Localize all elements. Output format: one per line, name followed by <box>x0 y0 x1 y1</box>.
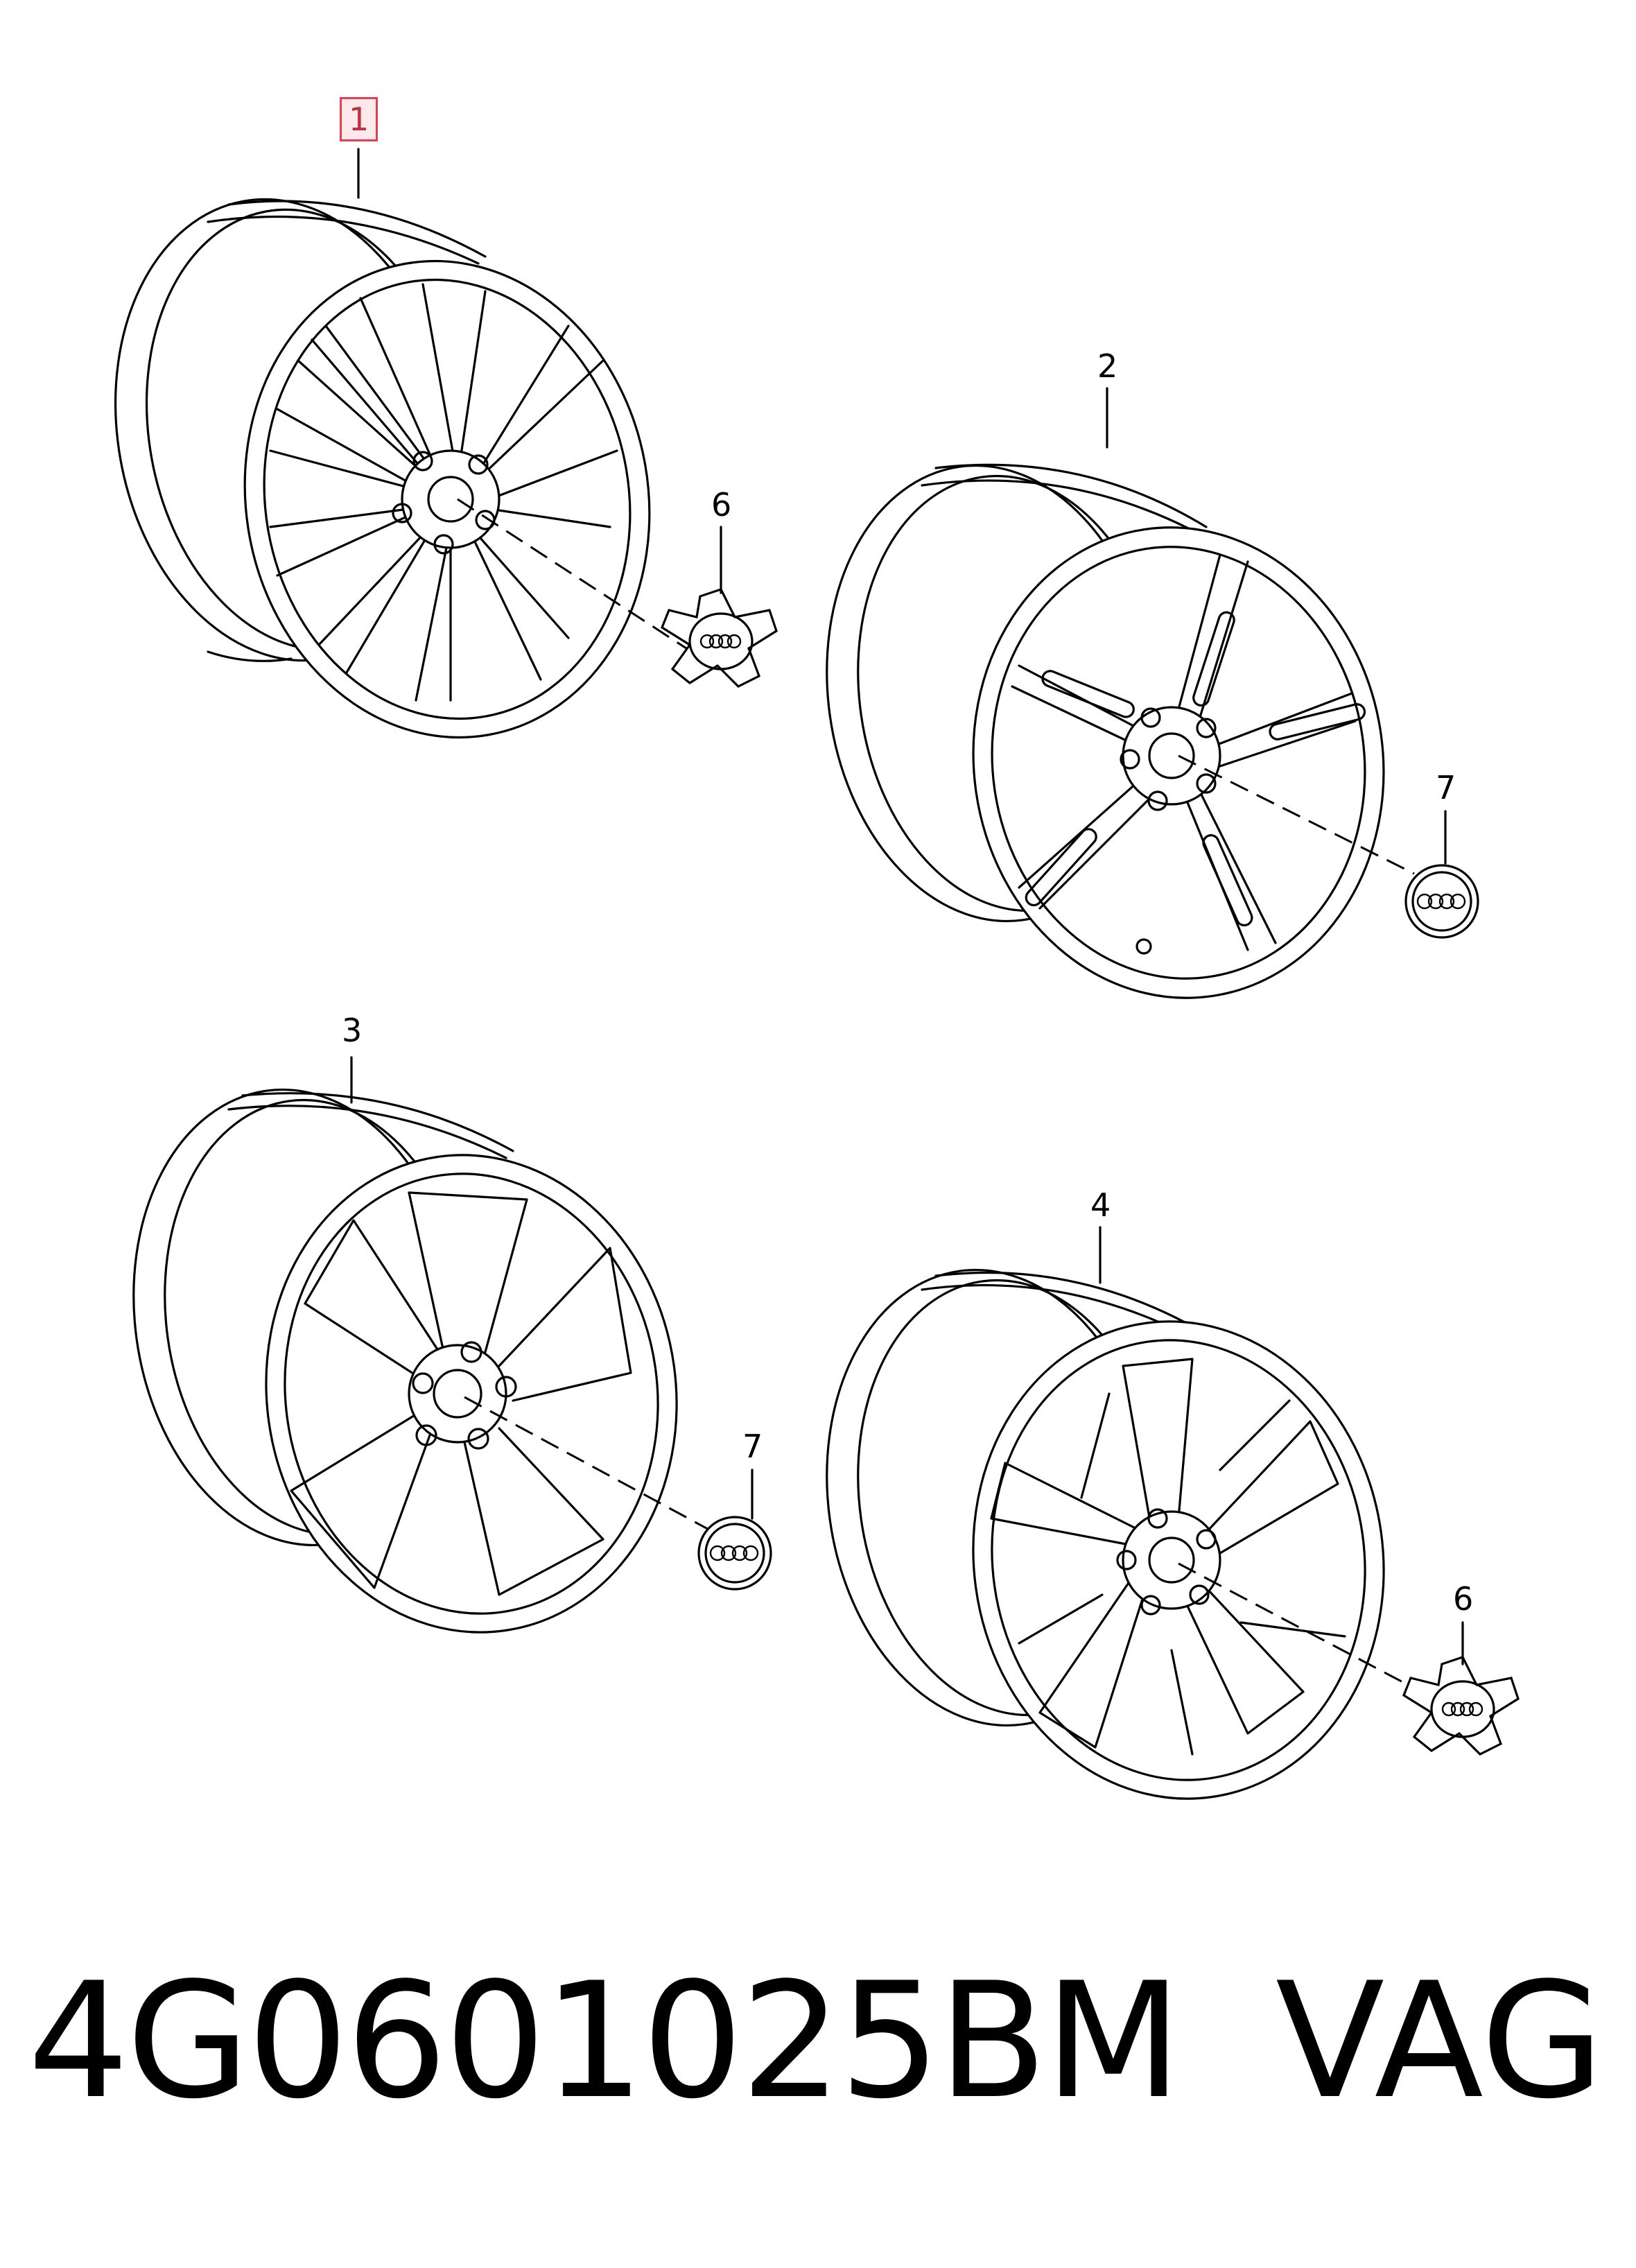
callout-6-bottom: 6 <box>1453 1580 1474 1618</box>
leader-lines <box>350 148 1464 1665</box>
wheel-3 <box>132 1088 715 1634</box>
wheel-diagram <box>114 148 1520 1800</box>
callout-4: 4 <box>1090 1186 1111 1224</box>
part-number: 4G0601025BM <box>28 1949 1182 2134</box>
callout-7-bottom: 7 <box>742 1428 763 1465</box>
callout-3: 3 <box>342 1012 363 1049</box>
callout-1: 1 <box>340 97 378 141</box>
center-cap-6b <box>1402 1656 1520 1756</box>
wheel-2 <box>826 463 1415 999</box>
center-cap-7a <box>1404 864 1479 939</box>
callout-6-top: 6 <box>711 486 732 523</box>
wheel-1 <box>114 198 687 739</box>
brand-label: VAG <box>1276 1949 1605 2134</box>
center-cap-7b <box>697 1516 772 1591</box>
center-cap-6a <box>661 588 778 688</box>
callout-2: 2 <box>1097 347 1118 385</box>
callout-7-right: 7 <box>1436 769 1456 806</box>
wheel-4 <box>826 1268 1422 1800</box>
